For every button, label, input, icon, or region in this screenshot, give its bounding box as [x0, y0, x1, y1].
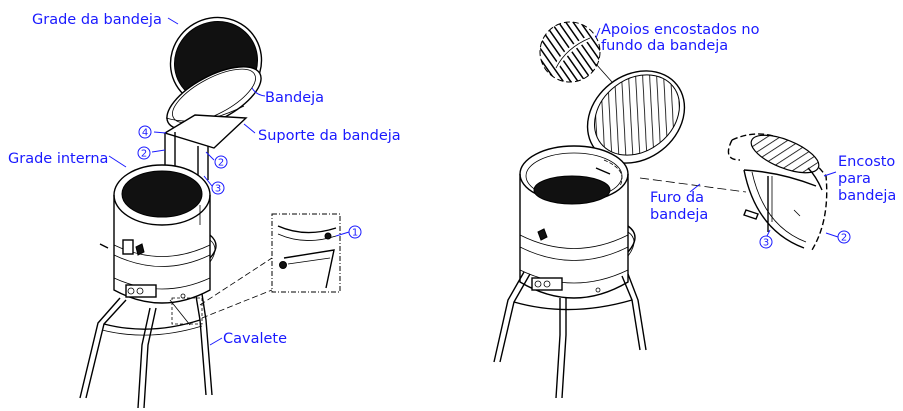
- right-figure: 3 2 Apoios encostados no fundo da bandej…: [493, 21, 896, 399]
- label-grade-interna: Grade interna: [8, 151, 108, 167]
- callout-3: 3: [215, 184, 221, 195]
- callout-2-right: 2: [218, 158, 224, 169]
- label-encosto-line3: bandeja: [838, 188, 896, 204]
- label-encosto-line1: Encosto: [838, 154, 895, 170]
- callout-4: 4: [142, 128, 148, 139]
- label-furo-line2: bandeja: [650, 207, 708, 223]
- detail-zoom-illustration: [199, 213, 341, 319]
- label-cavalete: Cavalete: [223, 331, 287, 347]
- fryer-pot-illustration: [99, 164, 217, 304]
- callout-2-right-fig: 2: [841, 233, 847, 244]
- lid-grid-illustration: [586, 70, 686, 164]
- callout-3-right: 3: [763, 238, 769, 249]
- callout-1: 1: [352, 228, 358, 239]
- tray-rest-detail-illustration: [639, 133, 828, 251]
- label-grade-da-bandeja: Grade da bandeja: [32, 12, 162, 28]
- support-detail-zoom: [539, 21, 613, 83]
- left-figure: 4 2 2 3 1 Grade da bandeja Bandeja Supor…: [8, 12, 401, 409]
- label-furo-line1: Furo da: [650, 190, 704, 206]
- stand-illustration-right: [493, 271, 647, 399]
- label-apoios-line1: Apoios encostados no: [601, 22, 760, 38]
- label-apoios-line2: fundo da bandeja: [601, 38, 728, 54]
- label-bandeja: Bandeja: [265, 90, 324, 106]
- fryer-pot-illustration-right: [519, 145, 636, 299]
- label-suporte-da-bandeja: Suporte da bandeja: [258, 128, 401, 144]
- stand-illustration: [79, 293, 213, 409]
- label-encosto-line2: para: [838, 171, 871, 187]
- callout-2-left: 2: [141, 149, 147, 160]
